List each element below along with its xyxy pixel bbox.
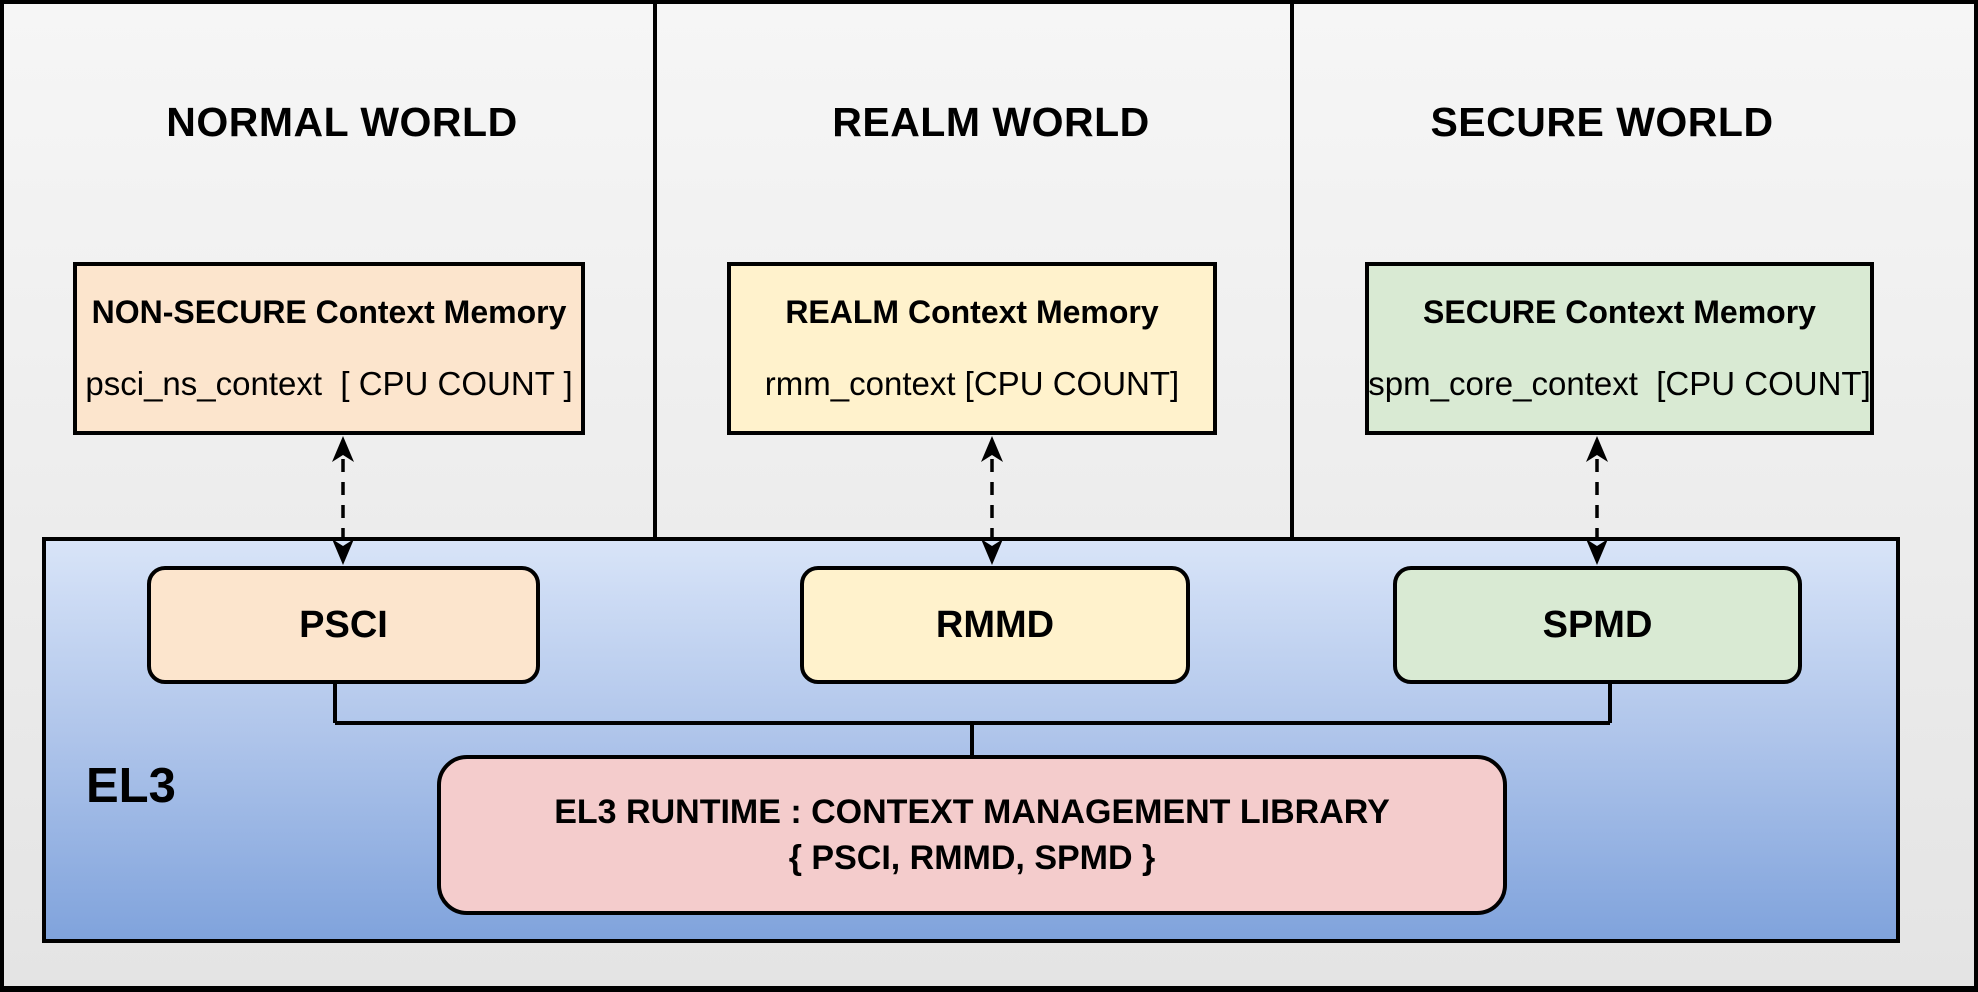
el3-label: EL3 — [86, 759, 176, 813]
driver-label: RMMD — [935, 603, 1055, 646]
context-memory-variable: spm_core_context [CPU COUNT] — [1368, 365, 1871, 402]
context-memory-variable: rmm_context [CPU COUNT] — [764, 365, 1180, 402]
context-memory-box-secure: SECURE Context Memory spm_core_context [… — [1365, 262, 1874, 435]
context-memory-box-non-secure: NON-SECURE Context Memory psci_ns_contex… — [73, 262, 585, 435]
driver-label: SPMD — [1542, 603, 1653, 646]
world-title-secure: SECURE WORLD — [1430, 99, 1774, 145]
driver-box-psci: PSCI — [147, 566, 540, 684]
context-memory-title: REALM Context Memory — [785, 294, 1159, 330]
divider-normal-realm — [653, 0, 657, 540]
runtime-library-members: { PSCI, RMMD, SPMD } — [788, 839, 1156, 877]
arrowhead-up-icon — [332, 436, 354, 462]
arrowhead-up-icon — [981, 436, 1003, 462]
context-memory-title: NON-SECURE Context Memory — [91, 294, 567, 330]
el3-runtime-library-box: EL3 RUNTIME : CONTEXT MANAGEMENT LIBRARY… — [437, 755, 1507, 915]
world-title-normal: NORMAL WORLD — [166, 99, 518, 145]
context-memory-variable: psci_ns_context [ CPU COUNT ] — [85, 365, 573, 402]
driver-box-spmd: SPMD — [1393, 566, 1802, 684]
driver-label: PSCI — [299, 603, 388, 646]
context-memory-title: SECURE Context Memory — [1423, 294, 1816, 330]
divider-realm-secure — [1290, 0, 1294, 540]
world-title-realm: REALM WORLD — [832, 99, 1150, 145]
driver-box-rmmd: RMMD — [800, 566, 1190, 684]
arrowhead-up-icon — [1586, 436, 1608, 462]
context-memory-box-realm: REALM Context Memory rmm_context [CPU CO… — [727, 262, 1217, 435]
runtime-library-title: EL3 RUNTIME : CONTEXT MANAGEMENT LIBRARY — [554, 793, 1390, 831]
